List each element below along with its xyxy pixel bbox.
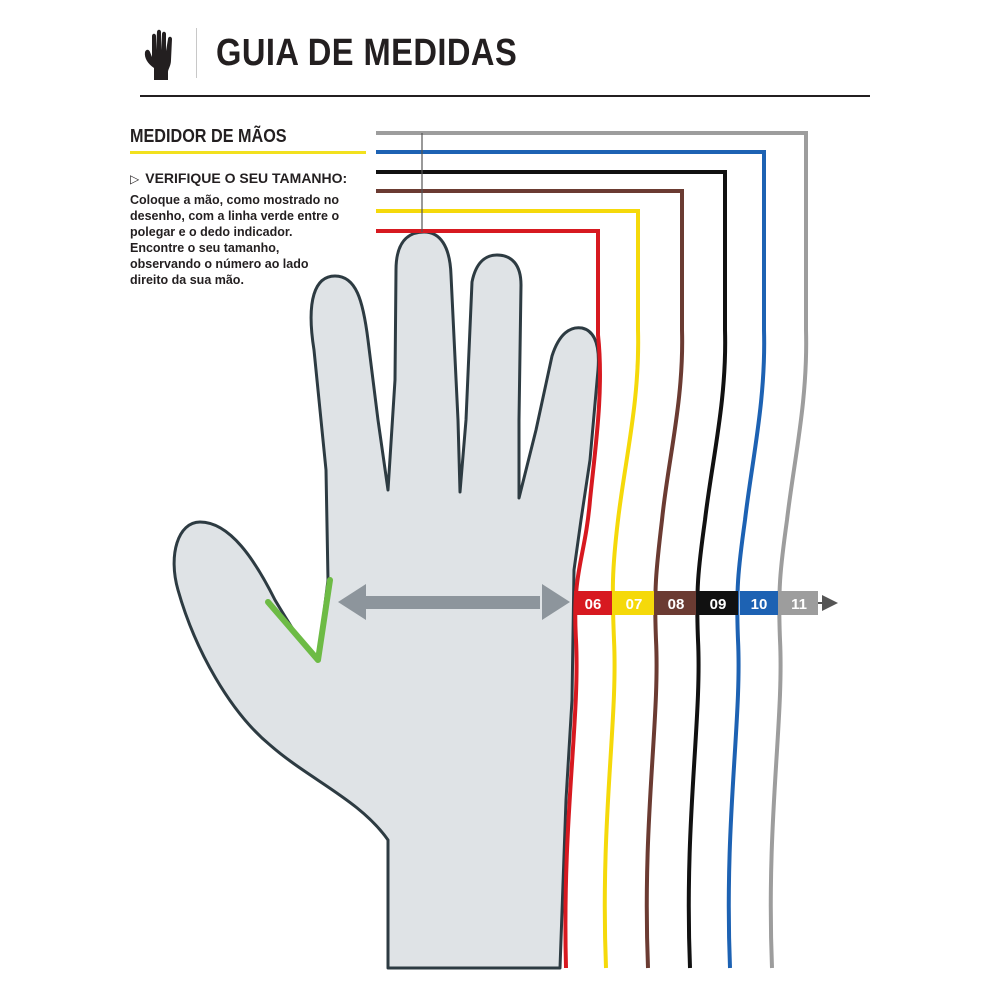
- size-line-08: [376, 189, 685, 969]
- size-label-09: 09: [710, 596, 727, 613]
- size-label-08: 08: [668, 596, 685, 613]
- header: GUIA DE MEDIDAS: [140, 22, 870, 98]
- section-title: MEDIDOR DE MÃOS: [130, 126, 287, 146]
- size-label-10: 10: [751, 596, 768, 613]
- glove-icon: [144, 29, 172, 80]
- thumb-guide-line: [265, 577, 333, 663]
- size-label-11: 11: [791, 596, 807, 613]
- instructions-text: Coloque a mão, como mostrado no desenho,…: [130, 193, 340, 287]
- header-divider: [196, 28, 197, 78]
- size-box-10: [740, 591, 778, 615]
- page-title: GUIA DE MEDIDAS: [216, 32, 518, 74]
- size-labels: 06 07 08 09 10 11: [574, 591, 838, 615]
- play-arrow-icon: ▷: [130, 172, 140, 186]
- size-box-08: [656, 591, 696, 615]
- size-line-06: [376, 229, 602, 969]
- size-lines: [376, 131, 809, 969]
- size-line-11: [376, 131, 809, 969]
- subtitle-row: ▷ VERIFIQUE O SEU TAMANHO:: [130, 170, 347, 188]
- header-rule: [140, 95, 870, 97]
- measure-arrow: [338, 584, 570, 620]
- size-line-09: [376, 170, 728, 969]
- size-line-07: [376, 209, 641, 969]
- size-label-06: 06: [585, 596, 602, 613]
- section-underline: [130, 151, 366, 154]
- size-box-07: [614, 591, 654, 615]
- size-box-09: [698, 591, 738, 615]
- size-box-06: [574, 591, 612, 615]
- size-box-11: [780, 591, 818, 615]
- size-label-07: 07: [626, 596, 643, 613]
- subtitle: VERIFIQUE O SEU TAMANHO:: [145, 170, 348, 186]
